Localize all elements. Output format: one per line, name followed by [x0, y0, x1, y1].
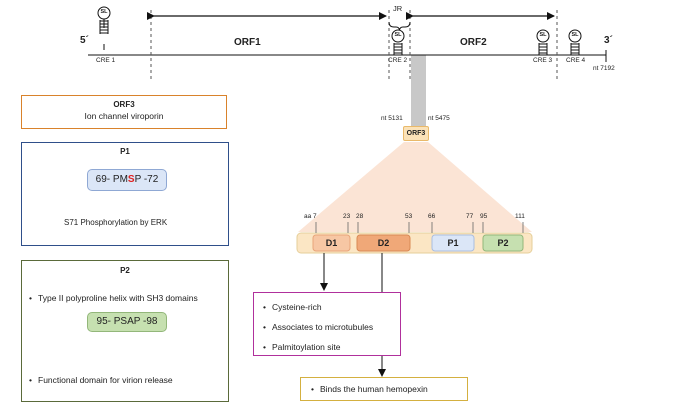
aa-tick-53: 53	[405, 213, 413, 220]
p2-motif-text: 95- PSAP -98	[96, 316, 158, 327]
orf2-label: ORF2	[460, 37, 487, 48]
aa-tick-marks	[315, 222, 524, 233]
d2-item-palmitoylation: Palmitoylation site	[263, 342, 340, 352]
domain-d2-label: D2	[377, 238, 390, 248]
p1-motif-highlight: S	[127, 174, 135, 185]
p1-motif: 69- PMSP -72	[87, 169, 167, 191]
p1-motif-pre: 69- PM	[95, 174, 128, 185]
orf3-nt-start: nt 5131	[381, 115, 403, 122]
p1-motif-post: P -72	[134, 174, 159, 185]
p1-box: P1	[21, 142, 229, 246]
aa-tick-23: 23	[343, 213, 351, 220]
aa-tick-28: 28	[356, 213, 364, 220]
p2-bullet-sh3: Type II polyproline helix with SH3 domai…	[29, 293, 198, 303]
sl-label-cre3: SL	[539, 32, 547, 38]
cre3-label: CRE 3	[533, 57, 553, 64]
cre1-label: CRE 1	[96, 57, 116, 64]
domain-d1-label: D1	[325, 238, 338, 248]
hemopexin-item: Binds the human hemopexin	[311, 384, 428, 394]
zoom-fan	[298, 142, 532, 232]
aa-tick-95: 95	[480, 213, 488, 220]
p2-box-title: P2	[120, 266, 130, 275]
p2-motif: 95- PSAP -98	[87, 312, 167, 332]
domain-d1	[312, 234, 351, 252]
orf3-region-band	[411, 55, 426, 127]
jr-brace	[388, 21, 411, 31]
orf3-region-label-text: ORF3	[406, 130, 426, 137]
stem-loop-cre2	[391, 29, 405, 55]
orf3-function-title: ORF3	[113, 100, 135, 109]
p2-bullet-release: Functional domain for virion release	[29, 375, 173, 385]
stem-loop-cre4	[568, 29, 582, 55]
orf3-nt-end: nt 5475	[428, 115, 450, 122]
stem-loop-cre1	[97, 6, 111, 50]
sl-label-cre2: SL	[394, 32, 402, 38]
domain-p2-label: P2	[497, 238, 509, 248]
orf3-function-box: ORF3 Ion channel viroporin	[21, 95, 227, 129]
three-prime-label: 3´	[604, 35, 613, 46]
p1-box-title: P1	[120, 147, 130, 156]
genome-end-nt: nt 7192	[593, 65, 615, 72]
d2-item-microtubules: Associates to microtubules	[263, 322, 373, 332]
stem-loop-cre3	[536, 29, 550, 55]
sl-label-cre1: SL	[100, 9, 108, 15]
jr-label: JR	[393, 4, 403, 13]
orf3-region-label: ORF3	[403, 126, 429, 141]
aa-tick-77: 77	[466, 213, 474, 220]
orf1-label: ORF1	[234, 37, 261, 48]
aa-tick-111: 111	[515, 213, 525, 220]
domain-d2	[356, 234, 411, 252]
aa-tick-66: 66	[428, 213, 436, 220]
domain-p2	[482, 234, 524, 252]
orf3-function-subtitle: Ion channel viroporin	[84, 111, 164, 121]
d2-item-cysteine: Cysteine-rich	[263, 302, 322, 312]
p1-note: S71 Phosphorylation by ERK	[64, 218, 168, 227]
five-prime-label: 5´	[80, 35, 89, 46]
sl-label-cre4: SL	[571, 32, 579, 38]
aa-tick-7: aa 7	[304, 213, 317, 220]
domain-p1	[431, 234, 475, 252]
cre2-label: CRE 2	[388, 57, 408, 64]
domain-p1-label: P1	[447, 238, 459, 248]
cre4-label: CRE 4	[566, 57, 586, 64]
